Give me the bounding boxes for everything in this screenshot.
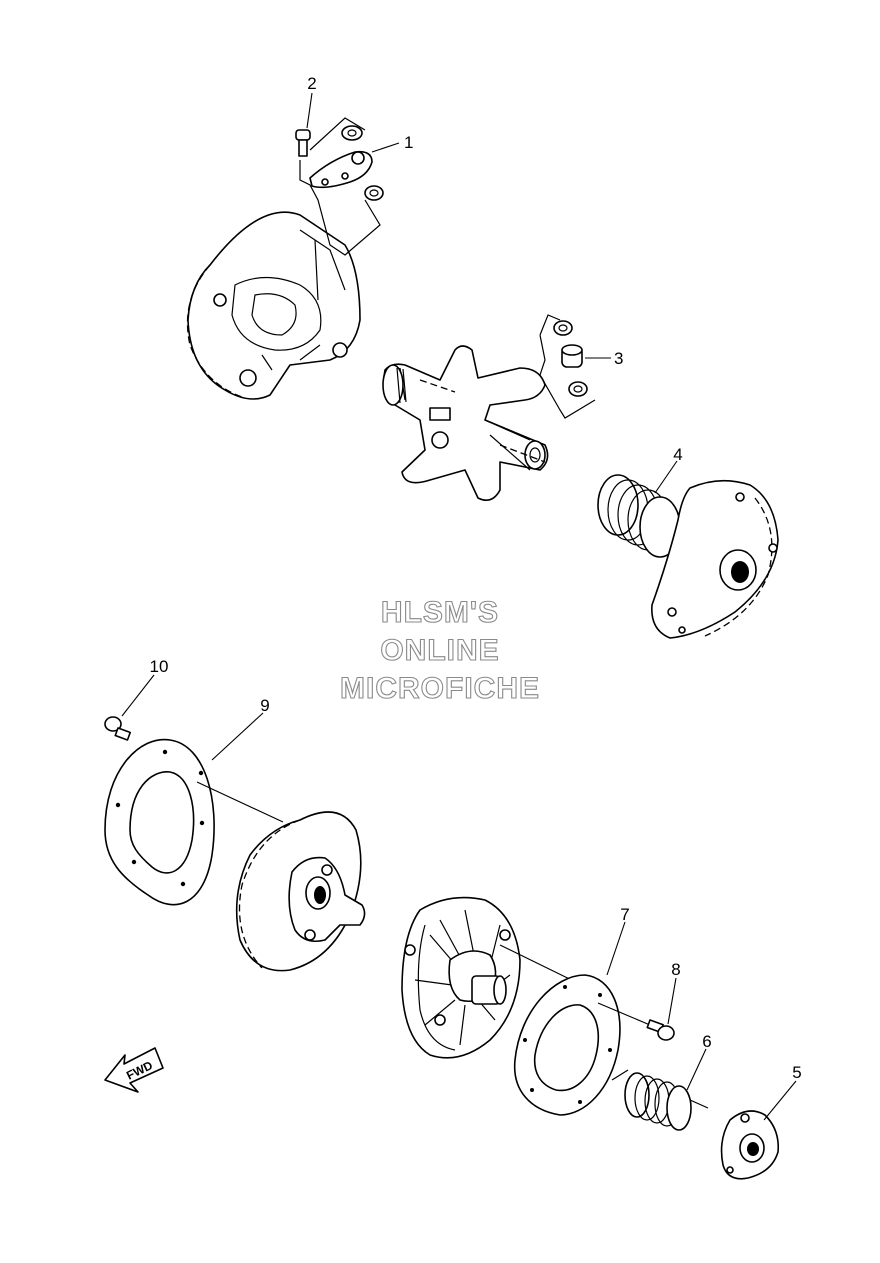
callout-numbers: 1 2 3 4 5 6 7 8 9 10 bbox=[150, 74, 802, 1082]
watermark-line-2: ONLINE bbox=[380, 634, 499, 667]
secondary-sheave bbox=[235, 811, 366, 972]
cover-plate bbox=[651, 479, 779, 639]
bolt-8 bbox=[646, 1019, 675, 1041]
leader-lines bbox=[121, 92, 797, 1121]
cam-5 bbox=[720, 1110, 780, 1180]
callout-7: 7 bbox=[620, 905, 629, 924]
callout-5: 5 bbox=[792, 1063, 801, 1082]
callout-8: 8 bbox=[671, 960, 680, 979]
watermark: HLSM'S ONLINE MICROFICHE bbox=[339, 595, 540, 705]
watermark-line-3: MICROFICHE bbox=[340, 672, 540, 705]
bolt-2 bbox=[295, 129, 311, 157]
bolt-10 bbox=[104, 716, 132, 741]
ring-9 bbox=[104, 738, 215, 906]
roller-3 bbox=[553, 320, 588, 397]
movable-sheave bbox=[401, 896, 521, 1059]
callout-3: 3 bbox=[614, 349, 623, 368]
spider-shaft bbox=[382, 345, 549, 501]
callout-4: 4 bbox=[673, 445, 682, 464]
ring-7 bbox=[513, 974, 621, 1116]
spring-4 bbox=[597, 474, 681, 558]
callout-9: 9 bbox=[260, 696, 269, 715]
callout-2: 2 bbox=[307, 74, 316, 93]
fwd-arrow: FWD bbox=[104, 1047, 164, 1093]
callout-6: 6 bbox=[702, 1032, 711, 1051]
watermark-line-1: HLSM'S bbox=[381, 596, 499, 629]
spring-6 bbox=[611, 1069, 709, 1131]
callout-10: 10 bbox=[150, 657, 169, 676]
callout-1: 1 bbox=[404, 133, 413, 152]
weight-arm-1 bbox=[309, 125, 384, 201]
sheave-housing bbox=[186, 211, 361, 400]
